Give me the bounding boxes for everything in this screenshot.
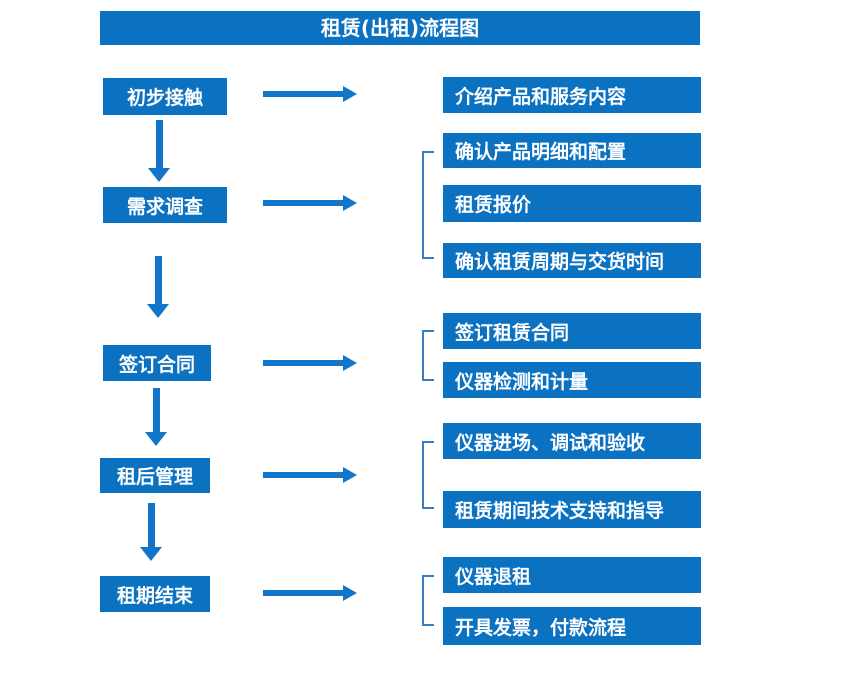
detail-label: 租赁期间技术支持和指导 bbox=[455, 500, 665, 522]
bracket-group-lease-end bbox=[422, 575, 434, 626]
right-arrow-3 bbox=[263, 355, 357, 371]
detail-label: 仪器退租 bbox=[455, 565, 532, 588]
bracket-group-demand-survey bbox=[422, 151, 434, 259]
detail-label: 确认租赁周期与交货时间 bbox=[455, 251, 665, 273]
detail-box-technical-support: 租赁期间技术支持和指导 bbox=[443, 491, 701, 528]
arrow-bar bbox=[263, 590, 343, 596]
detail-box-rental-quote: 租赁报价 bbox=[443, 185, 701, 222]
arrow-bar bbox=[263, 360, 343, 366]
detail-box-instrument-return: 仪器退租 bbox=[443, 557, 701, 593]
detail-box-sign-rental-contract: 签订租赁合同 bbox=[443, 313, 701, 349]
detail-label: 开具发票，付款流程 bbox=[455, 616, 627, 639]
arrow-bar bbox=[263, 472, 343, 478]
arrow-bar bbox=[155, 256, 162, 304]
detail-label: 确认产品明细和配置 bbox=[455, 141, 627, 163]
step-label: 租后管理 bbox=[116, 466, 193, 488]
arrow-bar bbox=[156, 120, 163, 168]
step-label: 需求调查 bbox=[126, 195, 203, 218]
arrow-bar bbox=[263, 200, 343, 206]
detail-label: 仪器进场、调试和验收 bbox=[455, 431, 646, 454]
right-arrow-2 bbox=[263, 195, 357, 211]
bracket-group-sign-contract bbox=[422, 330, 434, 381]
detail-box-invoice-payment: 开具发票，付款流程 bbox=[443, 607, 701, 645]
right-arrow-1 bbox=[263, 86, 357, 102]
step-label: 初步接触 bbox=[126, 87, 203, 109]
down-arrow-1 bbox=[148, 120, 170, 182]
right-arrow-5 bbox=[263, 585, 357, 601]
detail-label: 仪器检测和计量 bbox=[455, 370, 589, 393]
step-box-sign-contract: 签订合同 bbox=[103, 345, 211, 381]
step-label: 签订合同 bbox=[118, 353, 195, 376]
step-box-lease-end: 租期结束 bbox=[100, 576, 210, 612]
arrow-bar bbox=[153, 388, 160, 432]
title-banner: 租赁(出租)流程图 bbox=[100, 11, 700, 45]
arrow-head-icon bbox=[148, 168, 170, 182]
arrow-head-icon bbox=[140, 547, 162, 561]
detail-box-introduce-products: 介绍产品和服务内容 bbox=[443, 77, 701, 113]
detail-box-confirm-product-config: 确认产品明细和配置 bbox=[443, 133, 701, 168]
detail-box-instrument-setup-acceptance: 仪器进场、调试和验收 bbox=[443, 423, 701, 459]
arrow-head-icon bbox=[343, 355, 357, 371]
bracket-group-post-rental bbox=[422, 441, 434, 509]
page-title: 租赁(出租)流程图 bbox=[320, 16, 480, 40]
step-box-demand-survey: 需求调查 bbox=[103, 187, 227, 223]
arrow-bar bbox=[263, 91, 343, 97]
detail-label: 介绍产品和服务内容 bbox=[455, 85, 627, 108]
arrow-bar bbox=[148, 503, 155, 547]
arrow-head-icon bbox=[145, 432, 167, 446]
step-label: 租期结束 bbox=[116, 584, 193, 607]
step-box-initial-contact: 初步接触 bbox=[103, 78, 227, 115]
down-arrow-4 bbox=[140, 503, 162, 561]
arrow-head-icon bbox=[343, 585, 357, 601]
right-arrow-4 bbox=[263, 467, 357, 483]
arrow-head-icon bbox=[343, 467, 357, 483]
down-arrow-3 bbox=[145, 388, 167, 446]
arrow-head-icon bbox=[343, 86, 357, 102]
arrow-head-icon bbox=[343, 195, 357, 211]
arrow-head-icon bbox=[147, 304, 169, 318]
step-box-post-rental-management: 租后管理 bbox=[100, 458, 210, 493]
detail-box-confirm-period-delivery: 确认租赁周期与交货时间 bbox=[443, 243, 701, 278]
detail-label: 签订租赁合同 bbox=[455, 321, 570, 344]
down-arrow-2 bbox=[147, 256, 169, 318]
detail-label: 租赁报价 bbox=[455, 194, 532, 216]
detail-box-instrument-testing: 仪器检测和计量 bbox=[443, 362, 701, 398]
